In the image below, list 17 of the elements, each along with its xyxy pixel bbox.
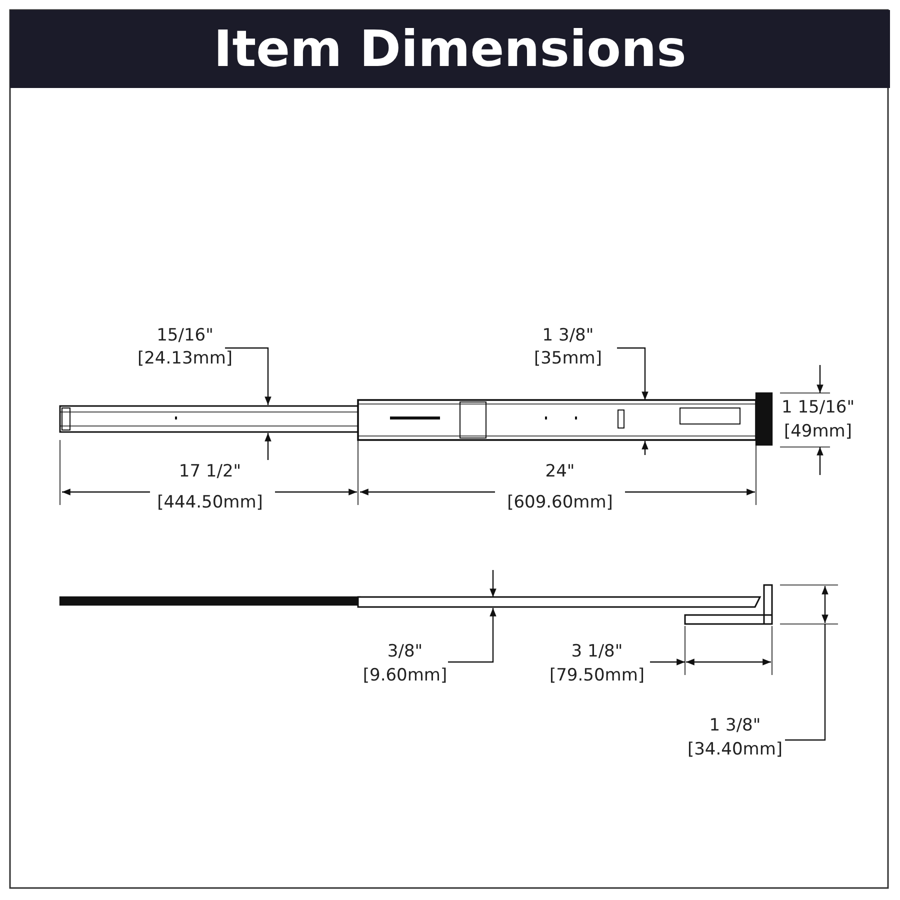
dimension-label: 3/8" xyxy=(387,644,423,660)
dimension-label: 3 1/8" xyxy=(571,644,623,660)
dimension-label: [49mm] xyxy=(784,424,852,440)
page-title: Item Dimensions xyxy=(10,10,890,88)
dimension-label: 24" xyxy=(545,464,575,480)
dimension-label: 1 15/16" xyxy=(781,400,855,416)
dimension-label: [34.40mm] xyxy=(687,742,783,758)
dimension-label: 1 3/8" xyxy=(709,718,761,734)
dimension-label: 17 1/2" xyxy=(178,464,242,480)
dimension-label: [24.13mm] xyxy=(137,350,233,368)
dimension-label: [609.60mm] xyxy=(507,494,613,512)
dimension-label: [9.60mm] xyxy=(362,668,448,684)
dimension-label: 1 3/8" xyxy=(542,328,594,344)
dimension-label: [79.50mm] xyxy=(549,668,645,684)
dimension-label: [444.50mm] xyxy=(157,494,263,512)
dimension-label: [35mm] xyxy=(534,350,602,368)
dimension-label: 15/16" xyxy=(156,328,214,344)
